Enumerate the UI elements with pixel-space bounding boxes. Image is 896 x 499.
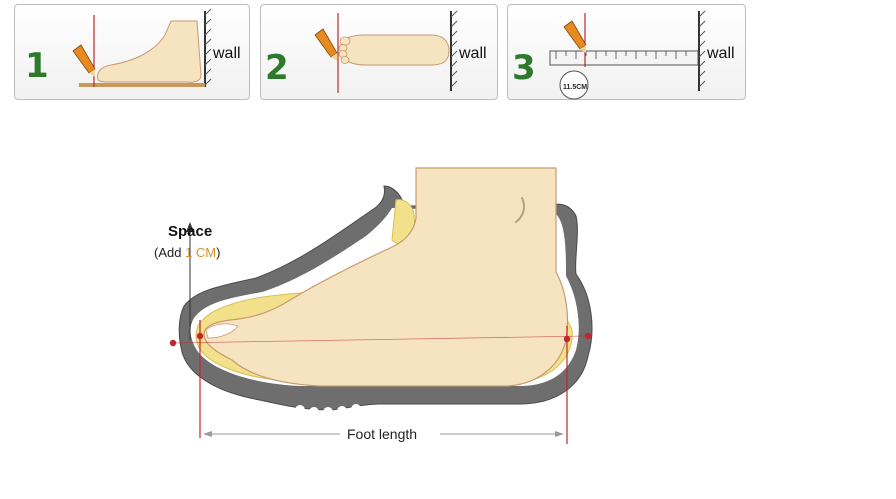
foot-length-label: Foot length bbox=[345, 426, 420, 442]
step-2-illustration bbox=[314, 10, 458, 93]
space-note: (Add 1 CM) bbox=[154, 245, 220, 260]
step-1-panel: 1 wall bbox=[14, 4, 250, 100]
step-1-wall-label: wall bbox=[213, 45, 241, 62]
step-2-wall-label: wall bbox=[459, 45, 487, 62]
step-1-illustration bbox=[72, 8, 212, 87]
pencil-icon bbox=[314, 28, 338, 61]
measurement-label: 11.5CM bbox=[563, 84, 588, 91]
space-title: Space bbox=[168, 223, 213, 240]
toe-end-marker bbox=[169, 339, 177, 347]
space-note-suffix: ) bbox=[216, 245, 221, 260]
step-2-number: 2 bbox=[265, 48, 289, 88]
heel-end-marker bbox=[584, 332, 592, 340]
step-2-panel: 2 wall bbox=[260, 4, 498, 100]
pencil-icon bbox=[563, 20, 587, 53]
space-amount: 1 CM bbox=[185, 245, 217, 260]
step-3-number: 3 bbox=[512, 48, 536, 88]
step-3-wall-label: wall bbox=[707, 45, 735, 62]
toe-foot-marker bbox=[196, 332, 204, 340]
heel-foot-marker bbox=[563, 335, 571, 343]
step-3-panel: 3 wall 11.5CM bbox=[507, 4, 746, 100]
ruler-icon bbox=[549, 50, 699, 66]
step-1-number: 1 bbox=[25, 46, 49, 86]
step-3-illustration bbox=[549, 10, 706, 100]
space-note-prefix: (Add bbox=[154, 245, 186, 260]
pencil-icon bbox=[72, 44, 96, 77]
